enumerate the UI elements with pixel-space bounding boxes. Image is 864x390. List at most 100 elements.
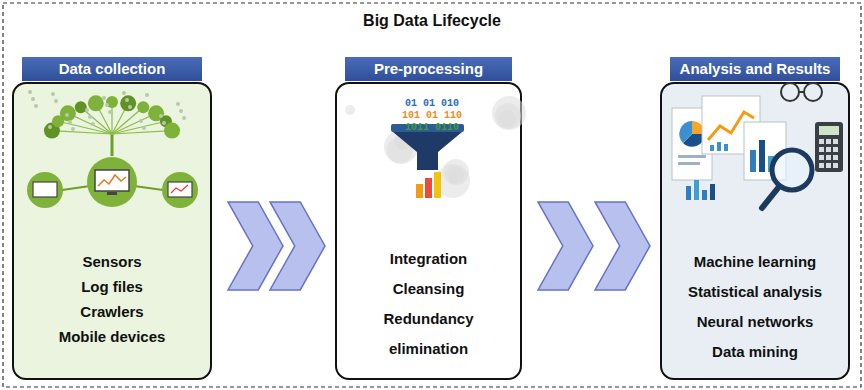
magnifier [772,150,812,190]
speck [65,113,69,117]
diagram-title: Big Data Lifecycle [363,12,501,30]
binary-digits: 01 01 010 [405,98,459,110]
speck [125,98,129,102]
device-circle [87,157,137,207]
list-item: Integration [375,244,482,274]
calculator-key [819,139,824,144]
calculator-keys [819,139,838,168]
list-item: Redundancy elimination [375,304,482,364]
speck [85,108,89,112]
monitor-graph [98,175,126,186]
calculator-key [819,147,824,152]
list-item: Sensors [24,249,200,274]
title-holder: Big Data Lifecycle [0,12,864,30]
list-item: Statistical analysis [672,277,838,307]
bar [710,184,715,200]
tree-trunk [111,132,114,156]
calculator-key [826,147,831,152]
blur-dot [436,164,470,198]
device-icon [60,105,76,121]
list-item: Machine learning [672,247,838,277]
calculator-key [833,139,838,144]
monitor-icon [95,170,129,191]
list-item: Mobile devices [24,324,200,349]
list-item: Data mining [672,337,838,367]
device-icon [88,95,104,111]
list-item: Crawlers [24,299,200,324]
text-line [678,155,706,158]
speck [179,109,183,113]
speck [105,103,109,107]
speck [159,114,163,118]
monitor-icon [33,182,57,197]
item-list: IntegrationCleansingRedundancy eliminati… [337,244,520,364]
binary-digits: 1011 0110 [405,122,459,134]
bar [694,180,699,200]
speck [145,93,149,97]
blur-dot [498,110,516,128]
calculator-key [826,139,831,144]
speck [176,102,180,106]
device-icon [120,95,136,111]
blur-dot [495,103,521,129]
speck [34,104,38,108]
speck [139,119,143,123]
calculator-key [833,163,838,168]
bar [425,178,432,198]
monitor-icon [168,182,192,197]
calculator-key [833,147,838,152]
bar [710,145,714,151]
item-list: Machine learningStatistical analysisNeur… [662,247,848,367]
speck [31,97,35,101]
device-icon [137,101,149,113]
speck [108,110,112,114]
label-holder: 01 01 010 [382,92,482,110]
list-item: Neural networks [672,307,838,337]
chevron-arrow [228,202,325,290]
panel-heading: Analysis and Results [670,57,840,81]
binary-digits: 101 01 110 [402,110,462,122]
list-item: Cleansing [375,274,482,304]
speck [88,115,92,119]
glasses-bridge [799,91,804,93]
panel-heading: Data collection [22,57,202,81]
speck [182,116,186,120]
calculator-key [826,163,831,168]
calculator [815,122,843,172]
dashed-frame [3,3,861,387]
speck [102,96,106,100]
speck [71,127,75,131]
pie-slice [679,121,692,143]
speck [162,121,166,125]
bar [686,186,691,200]
device-icon [106,96,118,108]
device-circle [27,172,63,208]
item-list: SensorsLog filesCrawlersMobile devices [14,249,210,349]
blur-dot [492,96,526,130]
device-circle [162,172,198,208]
bar [416,184,423,198]
speck [51,92,55,96]
bar [717,142,721,151]
panel-heading: Pre-processing [345,57,512,81]
calculator-key [819,163,824,168]
calculator-key [819,155,824,160]
bar [724,144,728,151]
monitor-stand [107,192,117,195]
speck [142,126,146,130]
bar [759,140,765,172]
blur-dot [345,105,355,115]
speck [122,91,126,95]
calculator-key [826,155,831,160]
calculator-key [833,155,838,160]
speck [91,122,95,126]
speck [128,105,132,109]
bar [702,190,707,200]
bar [434,172,441,198]
device-icon [164,123,180,139]
speck [48,125,52,129]
speck [68,120,72,124]
speck [28,90,32,94]
speck [54,99,58,103]
monitor-graph [171,185,188,193]
